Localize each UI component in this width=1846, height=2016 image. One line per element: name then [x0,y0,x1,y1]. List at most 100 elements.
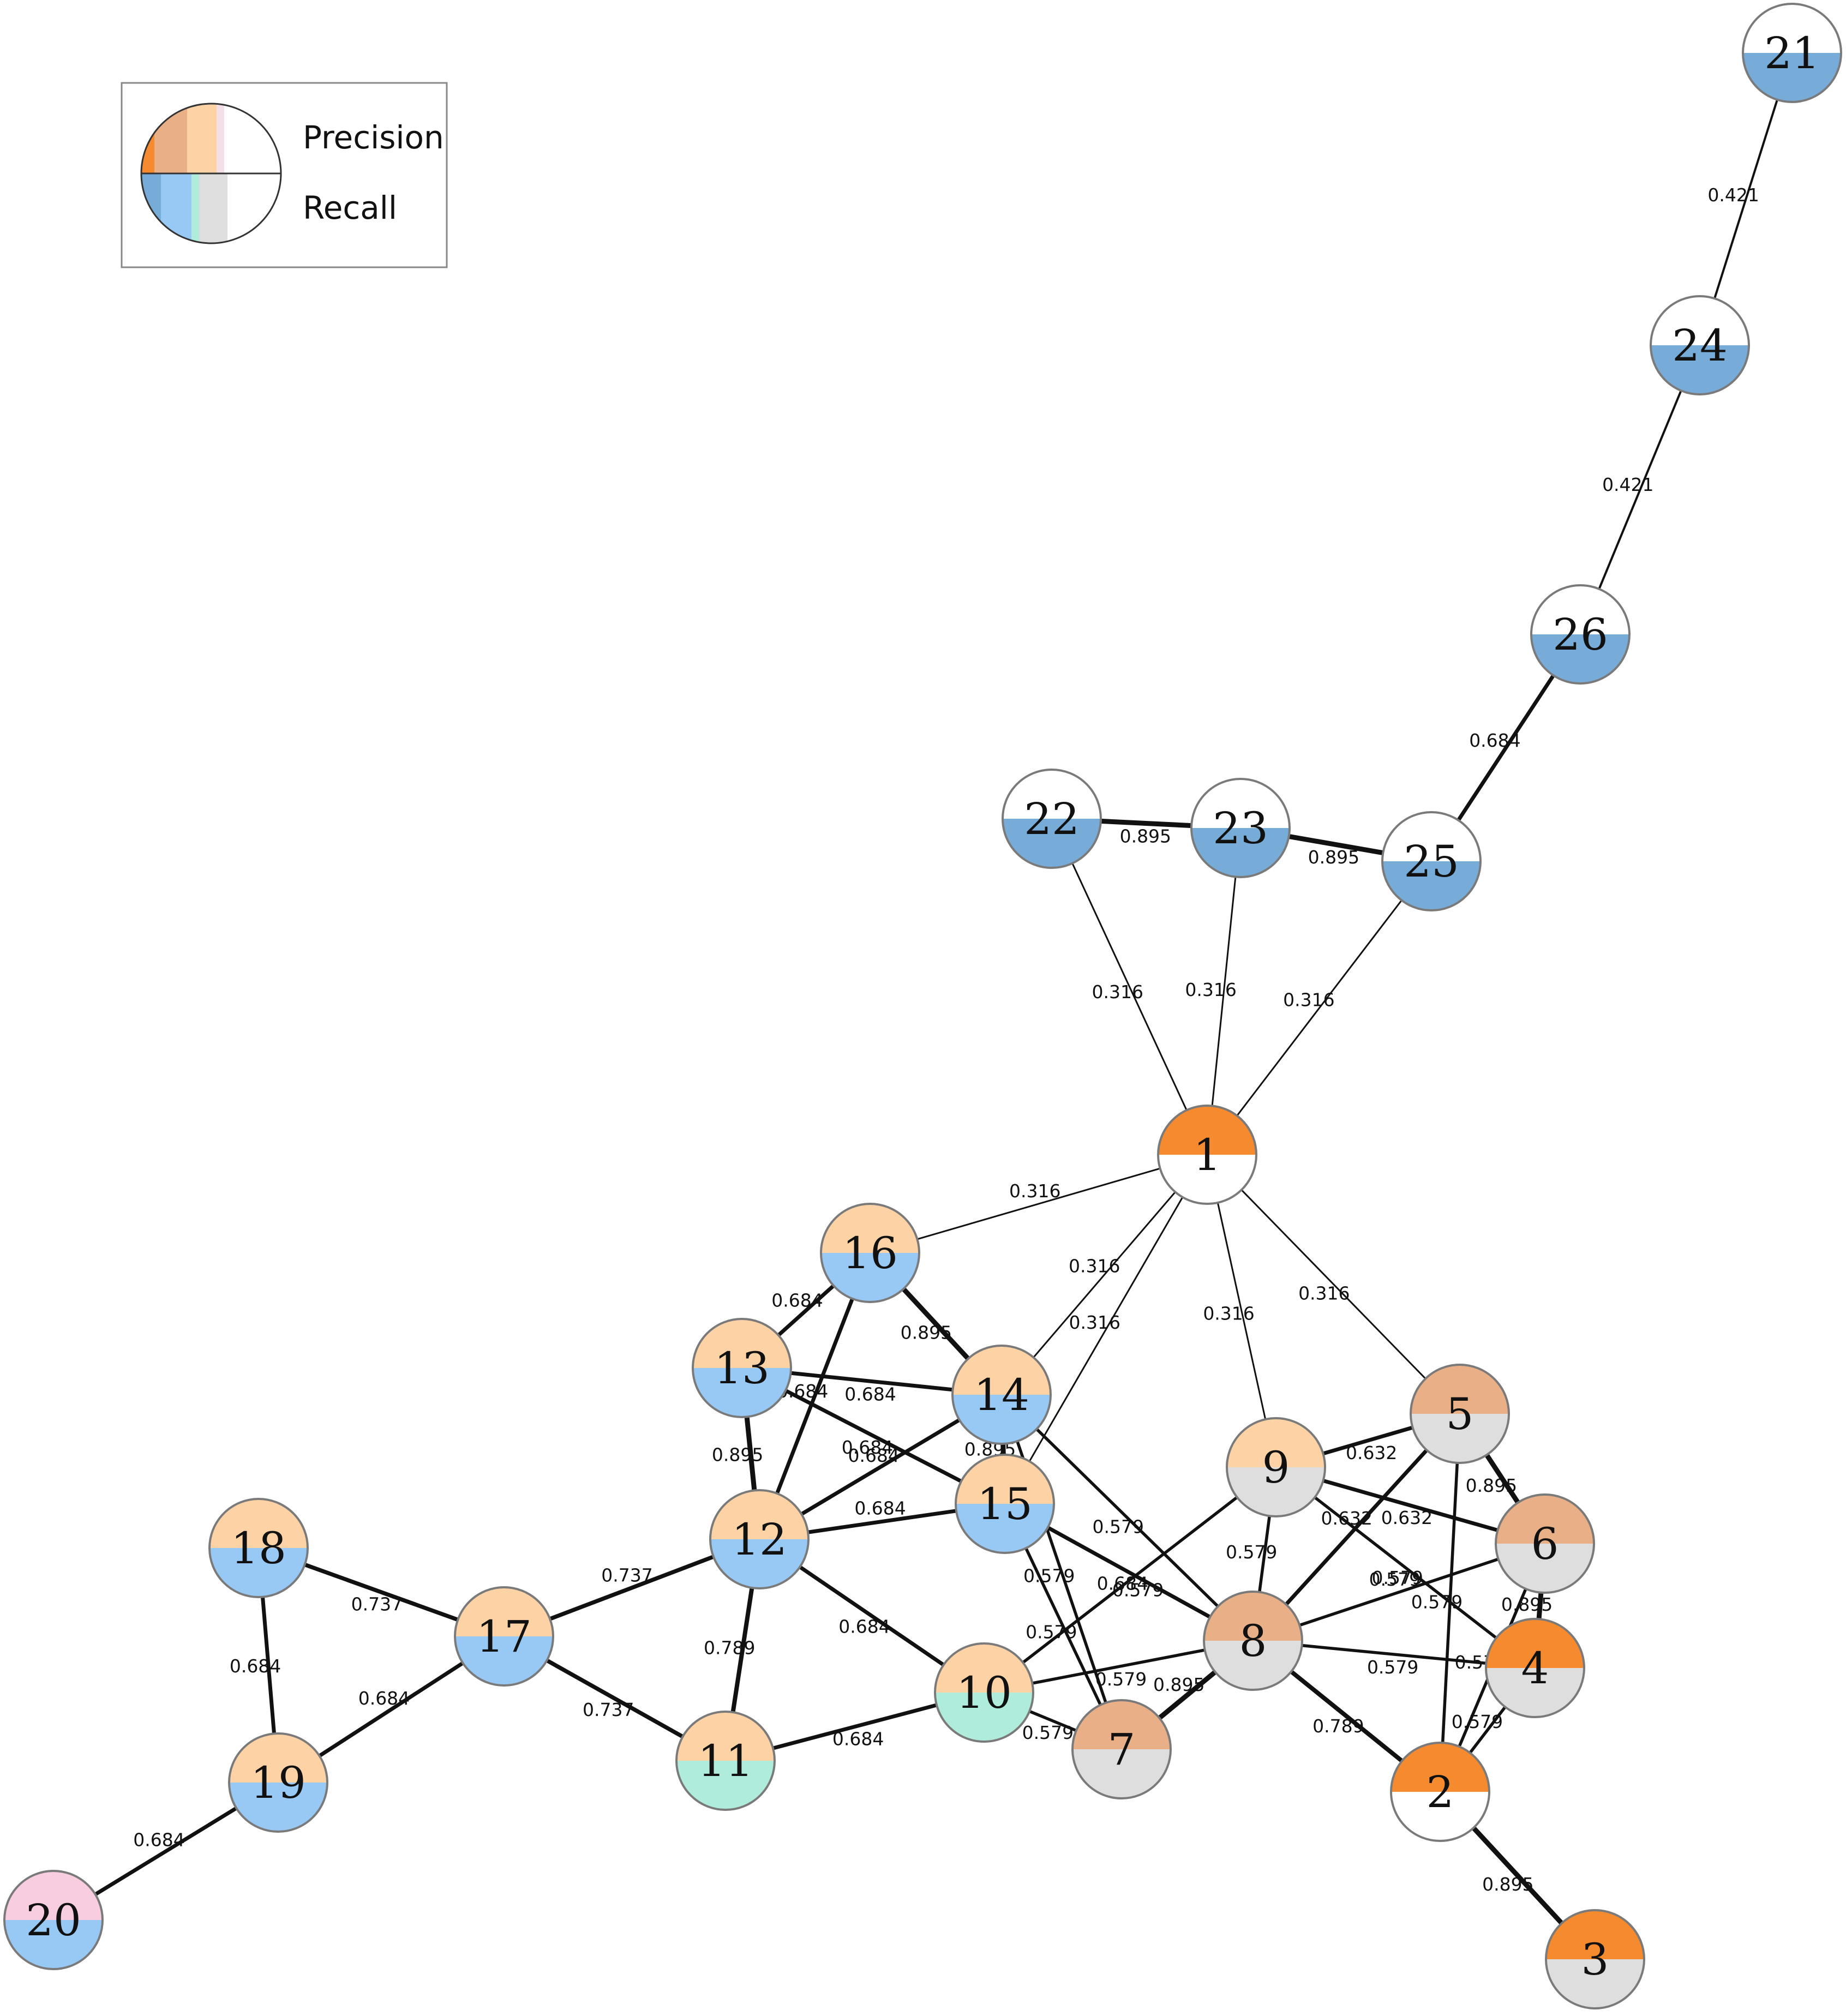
node-label: 25 [1404,836,1459,887]
node-3: 3 [1545,1909,1645,2009]
node-outline [228,1732,328,1833]
node-label: 6 [1531,1519,1559,1569]
node-recall-half [1531,634,1629,683]
node-12: 12 [709,1489,810,1589]
node-label: 18 [231,1523,286,1574]
node-17: 17 [454,1586,554,1687]
node-label: 16 [842,1228,898,1279]
node-20: 20 [3,1870,104,1970]
edge-weight-label: 0.789 [704,1637,755,1658]
edge-weight-label: 0.579 [1092,1516,1143,1538]
edge-16-12 [757,1252,872,1540]
edge-5-2 [1439,1413,1461,1792]
node-recall-half [1158,1155,1256,1204]
node-25: 25 [1381,811,1482,911]
node-7: 7 [1071,1699,1172,1799]
edge-weight-label: 0.895 [1501,1594,1553,1615]
edge-weight-label: 0.684 [358,1688,410,1709]
edge-weight-label: 0.316 [1009,1180,1060,1202]
legend-precision-label: Precision [303,119,444,156]
node-label: 8 [1239,1616,1267,1666]
node-recall-half [1227,1467,1325,1516]
node-recall-half [1743,53,1841,102]
node-outline [1226,1417,1326,1517]
node-precision-half [956,1455,1054,1504]
node-outline [1157,1105,1257,1205]
node-13: 13 [692,1318,792,1418]
node-label: 9 [1262,1442,1290,1493]
node-6: 6 [1495,1493,1595,1594]
edge-weight-label: 0.737 [351,1594,403,1615]
node-precision-half [4,1871,103,1920]
node-outline [1410,1364,1510,1464]
node-outline [208,1498,309,1598]
node-recall-half [1382,861,1481,910]
node-precision-half [1003,770,1101,819]
edge-weight-label: 0.316 [1283,989,1334,1010]
edge-weight-label: 0.684 [844,1383,896,1405]
node-outline [934,1642,1034,1743]
node-22: 22 [1002,769,1102,869]
node-4: 4 [1485,1618,1585,1718]
node-recall-half [1411,1414,1509,1463]
edge-weight-label: 0.579 [1095,1669,1147,1690]
edge-weight-label: 0.421 [1602,474,1653,495]
edge-1-16 [870,1154,1208,1254]
edge-weight-label: 0.789 [1312,1715,1364,1737]
node-15: 15 [955,1454,1055,1554]
node-precision-half [229,1733,327,1783]
node-precision-half [1743,4,1841,53]
node-label: 22 [1024,794,1080,844]
node-label: 15 [977,1479,1033,1529]
node-24: 24 [1650,295,1750,395]
edge-weight-label: 0.684 [838,1616,890,1637]
edge-weight-label: 0.632 [1346,1442,1397,1463]
edge-weight-label: 0.684 [848,1445,899,1466]
node-9: 9 [1226,1417,1326,1517]
node-recall-half [229,1783,327,1832]
node-precision-half [1651,296,1749,345]
edge-weight-label: 0.579 [1367,1657,1418,1678]
node-precision-half [1382,812,1481,861]
node-11: 11 [675,1711,776,1811]
node-recall-half [693,1368,791,1417]
node-label: 17 [476,1611,532,1662]
node-precision-half [952,1346,1051,1395]
node-label: 19 [250,1757,306,1808]
edge-weight-label: 0.684 [1097,1573,1148,1594]
node-precision-half [209,1499,308,1548]
edge-14-8 [1000,1394,1254,1642]
node-precision-half [676,1712,775,1761]
node-recall-half [455,1636,553,1685]
edge-weight-label: 0.895 [901,1322,952,1343]
node-recall-half [710,1539,808,1588]
edge-21-24 [1699,52,1793,346]
node-label: 26 [1553,609,1608,660]
node-outline [1495,1493,1595,1594]
node-outline [675,1711,776,1811]
edge-weight-label: 0.684 [832,1729,884,1750]
node-precision-half [455,1587,553,1636]
edge-weight-label: 0.684 [842,1437,893,1458]
edge-6-8 [1252,1542,1545,1642]
edge-weight-label: 0.895 [1120,825,1171,847]
edge-weight-label: 0.684 [133,1829,184,1851]
node-recall-half [1546,1959,1644,2008]
node-label: 7 [1108,1724,1136,1775]
edge-weight-label: 0.316 [1203,1303,1254,1324]
edge-weight-label: 0.316 [1298,1282,1350,1304]
node-label: 2 [1427,1767,1454,1817]
edge-weight-label: 0.684 [230,1655,281,1677]
edge-weight-label: 0.895 [1153,1674,1204,1695]
node-precision-half [1158,1106,1256,1155]
node-label: 10 [956,1667,1012,1718]
node-recall-half [1391,1792,1489,1841]
node-21: 21 [1742,3,1842,103]
node-label: 4 [1521,1643,1549,1694]
node-recall-half [1486,1668,1584,1717]
node-16: 16 [820,1203,920,1303]
edge-weight-label: 0.632 [1321,1508,1372,1529]
node-23: 23 [1190,778,1291,878]
